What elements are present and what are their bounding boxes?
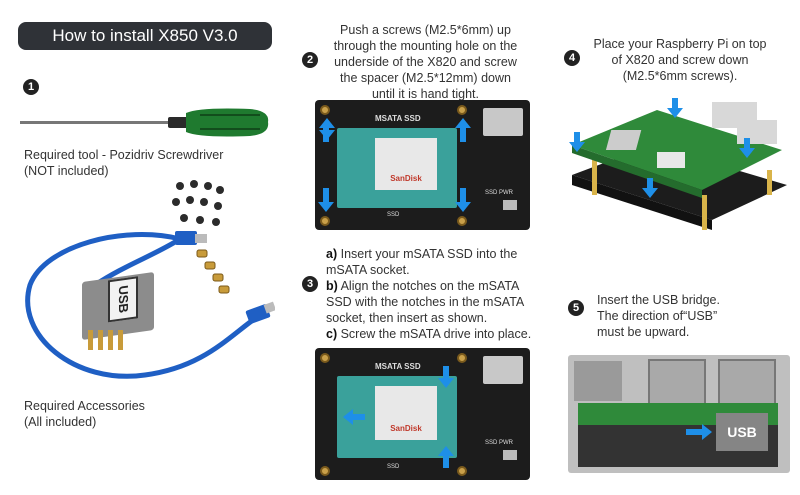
step-4-line-1: Place your Raspberry Pi on top (593, 37, 767, 51)
step-3a-line-1: Insert your mSATA SSD into the (337, 247, 518, 261)
arrow-down-icon (318, 202, 334, 212)
step-5-text: Insert the USB bridge. The direction of“… (597, 292, 787, 340)
arrow-down-icon (438, 378, 454, 388)
usb-bridge-pins (88, 330, 123, 350)
step-3a-line-2: mSATA socket. (326, 263, 410, 277)
arrow-down-icon (323, 188, 329, 202)
step-4-text: Place your Raspberry Pi on top of X820 a… (580, 36, 780, 84)
spacers-image (196, 249, 230, 294)
required-tool-note: (NOT included) (24, 164, 109, 178)
arrow-up-icon (323, 128, 329, 142)
ssd-label: SSD (387, 212, 400, 218)
step-3-text: a) Insert your mSATA SSD into the mSATA … (326, 246, 556, 342)
msata-label: MSATA SSD (375, 114, 421, 123)
ssd-brand: SanDisk (390, 174, 422, 183)
step-2-line-5: until it is hand tight. (371, 87, 479, 101)
arrow-down-icon (443, 366, 449, 378)
arrow-right-icon (686, 424, 712, 440)
arrow-up-icon (455, 118, 471, 128)
required-accessories-note: (All included) (24, 415, 97, 429)
step-2-arrows (318, 118, 471, 212)
step-2-line-1: Push a screws (M2.5*6mm) up (340, 23, 511, 37)
step-5-number: 5 (568, 300, 584, 316)
step-2-line-4: the spacer (M2.5*12mm) down (340, 71, 511, 85)
step-3c-prefix: c) (326, 327, 338, 341)
step-5-line-2: The direction of“USB” (597, 309, 718, 323)
step-2-line-2: through the mounting hole on the (333, 39, 518, 53)
step-3b-line-2: SSD with the notches in the mSATA (326, 295, 525, 309)
step-2-text: Push a screws (M2.5*6mm) up through the … (318, 22, 533, 102)
step-5-line-3: must be upward. (597, 325, 690, 339)
usb-port (483, 108, 523, 136)
screws-image (172, 180, 224, 226)
ssd-brand: SanDisk (390, 424, 422, 433)
arrow-up-icon (319, 118, 335, 128)
x850-board-step2: MSATA SSD SanDisk SSD PWR SSD (315, 100, 530, 230)
ssd-pwr-label: SSD PWR (485, 440, 514, 446)
ssd-label: SSD (387, 464, 400, 470)
msata-ssd: SanDisk (337, 376, 457, 458)
msata-ssd: SanDisk (337, 128, 457, 208)
step-3b-line-3: socket, then insert as shown. (326, 311, 488, 325)
usb-port (483, 356, 523, 384)
usb-bridge-installed-image: USB (568, 355, 790, 473)
arrow-up-icon (438, 446, 454, 456)
ssd-pwr-connector (503, 450, 517, 460)
arrow-up-icon (460, 128, 466, 142)
step-4-line-2: of X820 and screw down (611, 53, 749, 67)
msata-label: MSATA SSD (375, 362, 421, 371)
usb-bridge-label-installed: USB (716, 413, 768, 451)
step-3a-prefix: a) (326, 247, 338, 261)
step-2-line-3: underside of the X820 and screw (334, 55, 517, 69)
page-title: How to install X850 V3.0 (18, 22, 272, 50)
required-accessories-text: Required Accessories (24, 399, 145, 413)
step-3b-prefix: b) (326, 279, 338, 293)
ssd-pwr-connector (503, 200, 517, 210)
screwdriver-image (20, 108, 269, 137)
arrow-up-icon (443, 456, 449, 468)
usb-bridge-label: USB (108, 276, 138, 323)
arrow-left-icon (343, 409, 353, 425)
raspberry-pi-on-x850-image (569, 98, 787, 230)
step-3-arrows (343, 366, 454, 468)
arrow-left-icon (353, 414, 365, 420)
step-2-number: 2 (302, 52, 318, 68)
step-3c-line-1: Screw the mSATA drive into place. (337, 327, 532, 341)
step-4-number: 4 (564, 50, 580, 66)
step-3-number: 3 (302, 276, 318, 292)
ssd-pwr-label: SSD PWR (485, 190, 514, 196)
step-1-number: 1 (23, 79, 39, 95)
arrow-down-icon (460, 188, 466, 202)
arrow-down-icon (455, 202, 471, 212)
required-tool-text: Required tool - Pozidriv Screwdriver (24, 148, 224, 162)
step-5-line-1: Insert the USB bridge. (597, 293, 720, 307)
step-3b-line-1: Align the notches on the mSATA (337, 279, 520, 293)
step-4-line-3: (M2.5*6mm screws). (622, 69, 738, 83)
